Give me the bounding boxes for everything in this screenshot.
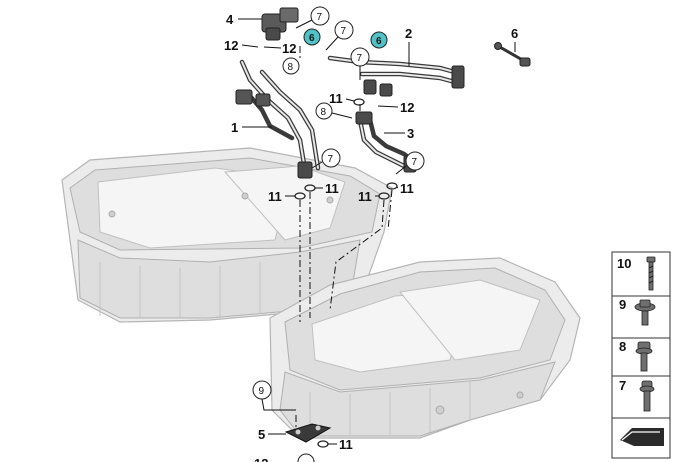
fastener-legend: 10 9 8 7 bbox=[611, 251, 671, 459]
callout-11: 11 bbox=[268, 189, 282, 204]
callout-12: 12 bbox=[400, 100, 414, 115]
callout-7: 7 bbox=[412, 157, 418, 168]
bolt-10-icon bbox=[646, 256, 656, 291]
battery-tray-right bbox=[269, 257, 581, 439]
callout-7-circle bbox=[405, 151, 425, 171]
callout-4: 4 bbox=[226, 12, 234, 27]
coolant-line-1 bbox=[235, 59, 321, 179]
callout-12: 12 bbox=[282, 41, 296, 56]
callout-9: 9 bbox=[259, 386, 265, 397]
bolt-7-icon bbox=[639, 380, 655, 412]
callout-8-circle bbox=[282, 57, 300, 75]
callout-3: 3 bbox=[407, 126, 414, 141]
callout-6-highlight bbox=[303, 28, 321, 46]
callout-8: 8 bbox=[321, 107, 327, 118]
callout-7: 7 bbox=[341, 26, 347, 37]
callout-11: 11 bbox=[329, 91, 343, 106]
assembly-lines bbox=[295, 46, 393, 430]
callout-8-circle bbox=[315, 102, 333, 120]
legend-label-8: 8 bbox=[619, 339, 626, 354]
catalog-symbol-icon bbox=[620, 428, 664, 446]
callout-2: 2 bbox=[405, 26, 412, 41]
callout-5: 5 bbox=[258, 427, 265, 442]
legend-cell-7 bbox=[611, 375, 671, 419]
bolt-9-icon bbox=[634, 299, 656, 326]
callout-7-circle bbox=[310, 6, 330, 26]
callout-1: 1 bbox=[231, 120, 238, 135]
callout-6: 6 bbox=[376, 36, 382, 47]
callout-6: 6 bbox=[309, 33, 315, 44]
callout-12: 12 bbox=[254, 456, 268, 462]
callout-7: 7 bbox=[317, 12, 323, 23]
legend-label-7: 7 bbox=[619, 378, 626, 393]
callout-7-circle bbox=[334, 20, 354, 40]
callout-6-highlight bbox=[370, 31, 388, 49]
legend-cell-10 bbox=[611, 251, 671, 297]
callout-11: 11 bbox=[339, 437, 353, 452]
callout-7: 7 bbox=[328, 154, 334, 165]
callout-6: 6 bbox=[511, 26, 518, 41]
valve-4 bbox=[261, 7, 299, 41]
bolt-8-icon bbox=[635, 341, 653, 372]
callout-7: 7 bbox=[357, 53, 363, 64]
callout-7-circle bbox=[321, 148, 341, 168]
bracket-5 bbox=[284, 423, 332, 443]
callout-12: 12 bbox=[224, 38, 238, 53]
callout-11: 11 bbox=[325, 181, 339, 196]
callout-8: 8 bbox=[288, 62, 294, 73]
callout-11: 11 bbox=[400, 181, 414, 196]
coolant-line-2 bbox=[327, 55, 465, 97]
legend-label-10: 10 bbox=[617, 256, 631, 271]
callout-11: 11 bbox=[358, 189, 372, 204]
sensor-6 bbox=[494, 42, 531, 67]
legend-label-9: 9 bbox=[619, 297, 626, 312]
